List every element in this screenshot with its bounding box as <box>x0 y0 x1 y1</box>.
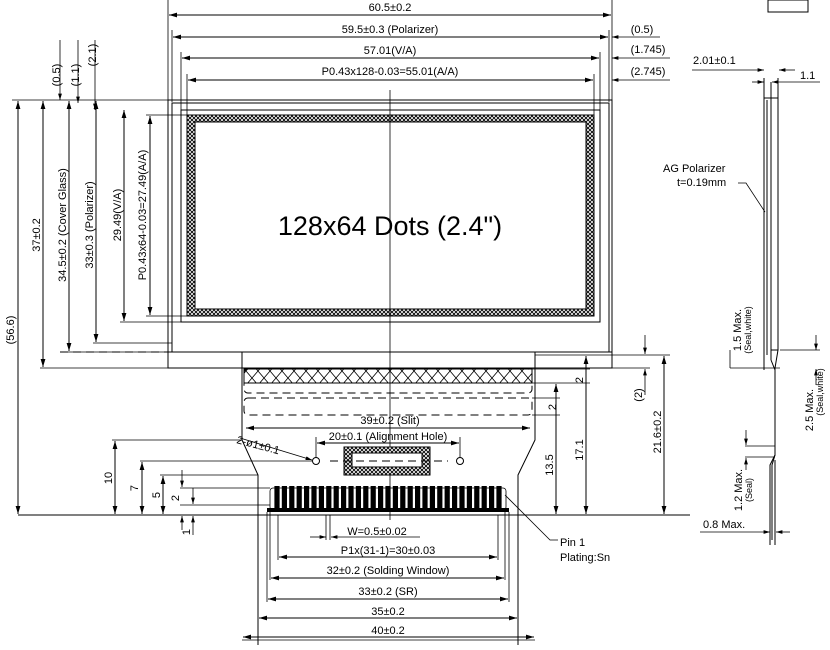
dim-0-8-max: 0.8 Max. <box>703 519 745 531</box>
fpc-pin <box>444 486 450 509</box>
dim-2: 2 <box>170 495 182 501</box>
dim-va-height: 29.49(V/A) <box>112 189 124 242</box>
fpc-pin <box>355 486 361 509</box>
fpc-pin <box>363 486 369 509</box>
dim-top-offset-2-1: (2.1) <box>87 44 99 67</box>
dim-1-2-max: 1.2 Max. <box>733 469 745 511</box>
plating-label: Plating:Sn <box>560 552 610 564</box>
dim-1: 1 <box>181 529 193 535</box>
fpc-pin <box>318 486 324 509</box>
fpc-pin <box>304 486 310 509</box>
fpc-pin <box>326 486 332 509</box>
dim-offset-1-745: (1.745) <box>631 44 666 56</box>
dim-thickness: 2.01±0.1 <box>693 55 736 67</box>
fpc-pin <box>496 486 502 509</box>
dim-soldering-window: 32±0.2 (Solding Window) <box>327 565 450 577</box>
hole-diameter-label: 2-ø1±0.1 <box>235 434 281 457</box>
dim-17-1: 17.1 <box>574 439 586 460</box>
fpc-pin <box>385 486 391 509</box>
fpc-tail: 39±0.2 (Slit) 20±0.1 (Alignment Hole) 2-… <box>18 351 690 645</box>
dim-1-5-max: 1.5 Max. <box>732 309 744 351</box>
dim-polarizer-height: 33±0.3 (Polarizer) <box>84 181 96 268</box>
pin1-label: Pin 1 <box>560 537 585 549</box>
dim-offset-2-745: (2.745) <box>631 66 666 78</box>
dim-40: 40±0.2 <box>371 625 405 637</box>
fpc-pin <box>311 486 317 509</box>
dim-5: 5 <box>151 492 163 498</box>
fpc-pin <box>289 486 295 509</box>
fpc-pin <box>489 486 495 509</box>
fpc-pin <box>429 486 435 509</box>
dim-21-6: 21.6±0.2 <box>652 411 664 454</box>
fpc-pin <box>281 486 287 509</box>
dim-7: 7 <box>129 485 141 491</box>
side-view: 2.01±0.1 1.1 AG Polarizer t=0.19mm 1.5 M… <box>663 55 825 545</box>
dim-right-2a: 2 <box>574 377 586 383</box>
dim-right-2-paren: (2) <box>633 388 645 401</box>
dim-offset-0-5: (0.5) <box>631 24 654 36</box>
dim-overall-width: 60.5±0.2 <box>369 2 412 14</box>
dim-aa-width: P0.43x128-0.03=55.01(A/A) <box>322 66 459 78</box>
dim-slit: 39±0.2 (Slit) <box>360 415 419 427</box>
dim-total-height: (56.6) <box>5 316 17 345</box>
dim-aa-height: P0.43x64-0.03=27.49(A/A) <box>137 150 149 281</box>
fpc-pin <box>392 486 398 509</box>
fpc-pin <box>459 486 465 509</box>
polarizer-label: AG Polarizer <box>663 163 726 175</box>
polarizer-thickness-label: t=0.19mm <box>677 177 726 189</box>
lcd-front-view: 128x64 Dots (2.4") <box>60 90 613 520</box>
title-block-corner <box>767 0 809 13</box>
fpc-pins <box>274 486 502 509</box>
fpc-left-dimensions: 10 7 5 2 1 <box>103 439 312 535</box>
dim-1-2-note: (Seal) <box>744 478 754 502</box>
dim-35: 35±0.2 <box>371 606 405 618</box>
dim-cover-glass-height: 34.5±0.2 (Cover Glass) <box>57 168 69 282</box>
fpc-pin <box>452 486 458 509</box>
dim-pin-pitch: P1x(31-1)=30±0.03 <box>341 545 435 557</box>
fpc-pin <box>296 486 302 509</box>
dim-right-2b: 2 <box>547 404 559 410</box>
dim-13-5: 13.5 <box>544 454 556 475</box>
dim-polarizer-width: 59.5±0.3 (Polarizer) <box>342 24 439 36</box>
fpc-pin <box>400 486 406 509</box>
dim-10: 10 <box>103 472 115 484</box>
fpc-bottom-dimensions: W=0.5±0.02 P1x(31-1)=30±0.03 32±0.2 (Sol… <box>243 494 610 640</box>
fpc-pin <box>437 486 443 509</box>
dim-2-5-note: (Seal,white) <box>815 368 825 416</box>
fpc-pin <box>422 486 428 509</box>
fpc-pin <box>378 486 384 509</box>
dim-sr: 33±0.2 (SR) <box>358 586 417 598</box>
dim-va-width: 57.01(V/A) <box>364 45 417 57</box>
fpc-pin <box>333 486 339 509</box>
dim-top-offset-0-5: (0.5) <box>51 64 63 87</box>
dim-2-5-max: 2.5 Max. <box>804 389 816 431</box>
left-dimensions: (56.6) 37±0.2 34.5±0.2 (Cover Glass) 33±… <box>5 40 187 514</box>
top-dimensions: 60.5±0.2 59.5±0.3 (Polarizer) 57.01(V/A)… <box>167 0 670 115</box>
fpc-pin <box>415 486 421 509</box>
dim-glass-height: 37±0.2 <box>31 218 43 252</box>
alignment-hole <box>312 457 320 465</box>
fpc-pin <box>274 486 280 509</box>
fpc-pin <box>474 486 480 509</box>
fpc-pin <box>348 486 354 509</box>
alignment-hole <box>456 457 464 465</box>
fpc-pin <box>466 486 472 509</box>
dim-1-5-note: (Seal,white) <box>743 306 753 354</box>
fpc-pin <box>341 486 347 509</box>
fpc-right-dimensions: 2 2 13.5 17.1 21.6±0.2 (2) <box>532 335 670 514</box>
fpc-pin <box>407 486 413 509</box>
fpc-pin <box>370 486 376 509</box>
dim-1-1: 1.1 <box>800 70 815 82</box>
dim-top-offset-1-1: (1.1) <box>70 64 82 87</box>
dim-alignment-hole: 20±0.1 (Alignment Hole) <box>329 431 448 443</box>
dim-pin-width: W=0.5±0.02 <box>347 526 407 538</box>
fpc-pin <box>481 486 487 509</box>
